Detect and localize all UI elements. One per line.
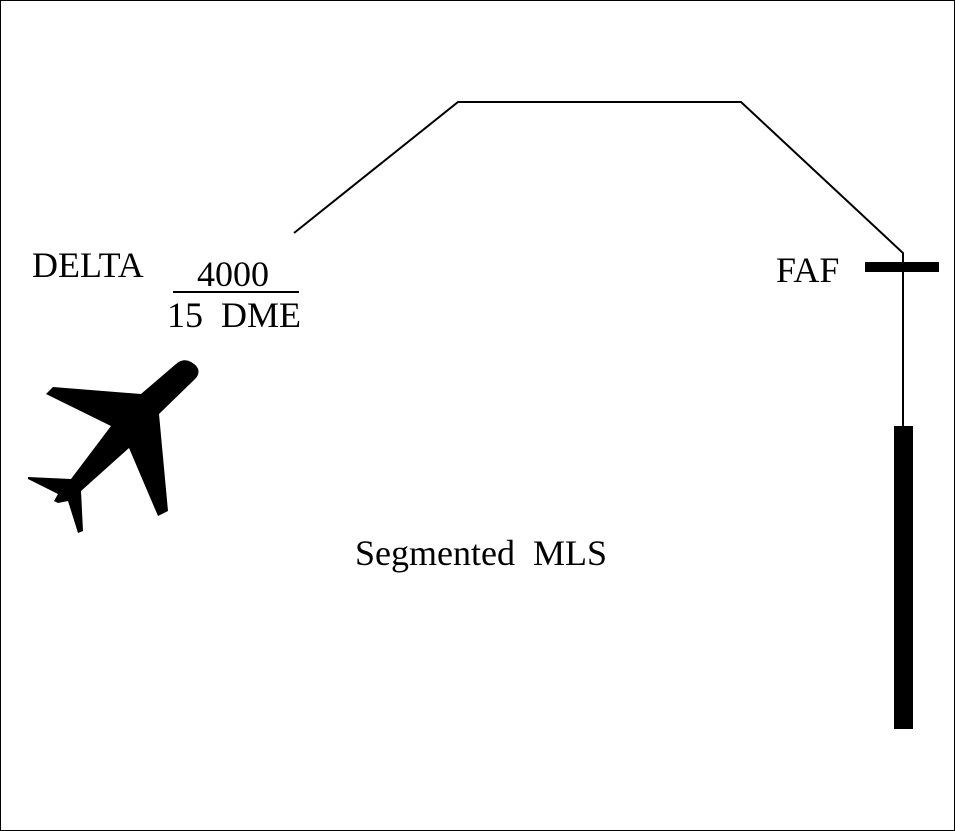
approach-path — [293, 101, 904, 426]
fix-name: DELTA — [32, 245, 144, 285]
caption: Segmented MLS — [355, 533, 607, 573]
airplane-icon — [28, 360, 199, 533]
faf-marker — [865, 262, 939, 272]
faf-label: FAF — [776, 250, 840, 290]
altitude: 4000 — [197, 254, 269, 294]
runway — [894, 426, 913, 729]
distance: 15 DME — [167, 295, 301, 335]
